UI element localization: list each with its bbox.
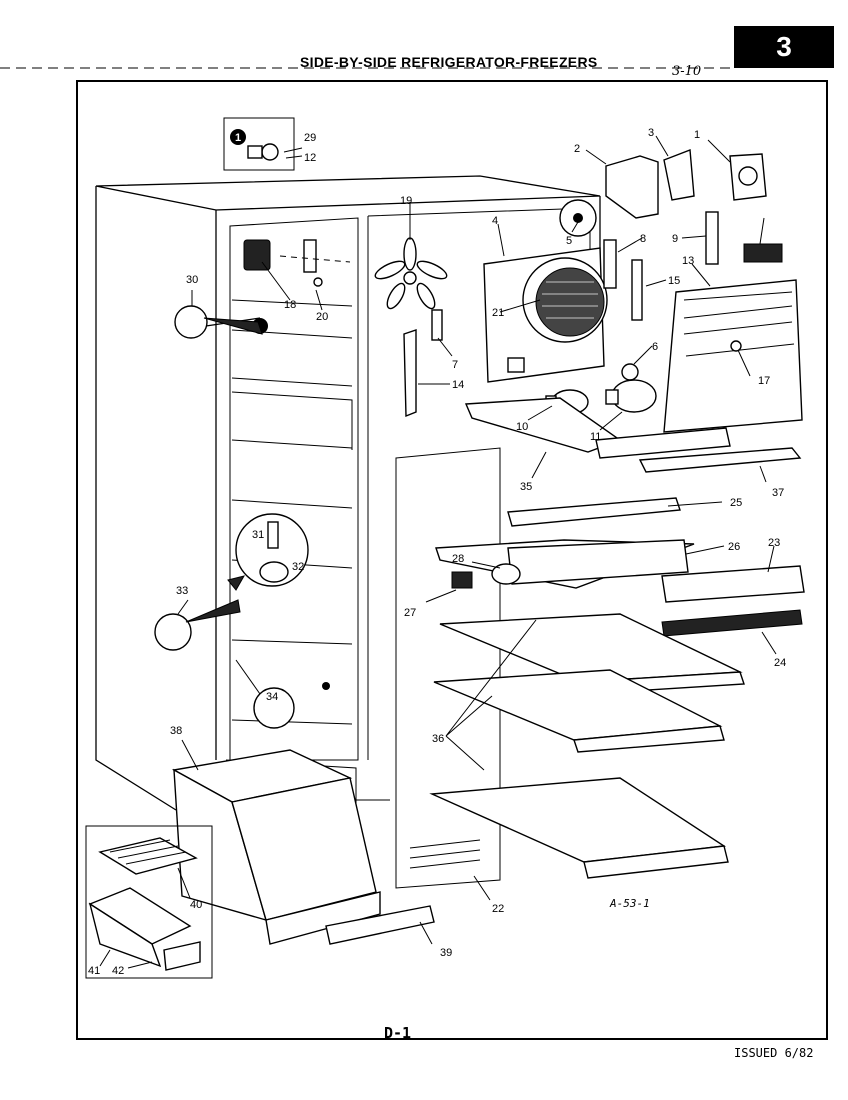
part-label-10: 10 — [516, 421, 528, 433]
inset-box: 1 — [223, 117, 295, 171]
part-label-40: 40 — [190, 899, 202, 911]
part-label-42: 42 — [112, 965, 124, 977]
part-label-9: 9 — [672, 233, 678, 245]
top-brackets — [605, 149, 767, 219]
figure-code: D-1 — [384, 1024, 412, 1042]
part-label-32: 32 — [292, 561, 304, 573]
crisper-bin — [171, 749, 381, 945]
part-label-19: 19 — [400, 195, 412, 207]
part-label-6: 6 — [652, 341, 658, 353]
part-label-26: 26 — [728, 541, 740, 553]
bottom-trim — [325, 905, 435, 945]
part-label-38: 38 — [170, 725, 182, 737]
part-label-11: 11 — [590, 431, 601, 443]
ice-tray-inset — [85, 825, 213, 979]
part-label-35: 35 — [520, 481, 532, 493]
part-label-31: 31 — [252, 529, 264, 541]
part-label-13: 13 — [682, 255, 694, 267]
part-label-25: 25 — [730, 497, 742, 509]
part-label-15: 15 — [668, 275, 680, 287]
issued-date: ISSUED 6/82 — [734, 1046, 814, 1060]
part-numbers: 1 2 3 4 5 6 7 8 9 10 11 12 13 14 15 17 1… — [88, 127, 786, 977]
shelves — [409, 397, 805, 879]
part-label-1: 1 — [694, 129, 700, 141]
part-label-18: 18 — [284, 299, 296, 311]
part-label-34: 34 — [266, 691, 278, 703]
part-label-3: 3 — [648, 127, 654, 139]
part-label-7: 7 — [452, 359, 458, 371]
drawing-reference: A-53-1 — [610, 897, 650, 910]
leader-lines — [99, 135, 777, 969]
part-label-4: 4 — [492, 215, 498, 227]
part-label-12: 12 — [304, 152, 316, 164]
part-label-28: 28 — [452, 553, 464, 565]
freezer-light-parts — [243, 239, 351, 287]
small-parts — [403, 211, 783, 418]
freezer-bits — [154, 305, 330, 729]
part-label-29: 29 — [304, 132, 316, 144]
part-label-23: 23 — [768, 537, 780, 549]
part-label-22: 22 — [492, 903, 504, 915]
page-number-tab: 3 — [734, 26, 834, 68]
part-label-36: 36 — [432, 733, 444, 745]
fan-shroud — [483, 199, 608, 383]
part-label-17: 17 — [758, 375, 770, 387]
part-label-24: 24 — [774, 657, 786, 669]
page-title: SIDE-BY-SIDE REFRIGERATOR-FREEZERS — [300, 54, 598, 70]
part-label-2: 2 — [574, 143, 580, 155]
diagram-frame — [76, 80, 828, 1040]
part-label-8: 8 — [640, 233, 646, 245]
control-housing — [663, 279, 803, 433]
part-label-37: 37 — [772, 487, 784, 499]
fan-blade — [374, 237, 448, 310]
part-label-14: 14 — [452, 379, 464, 391]
part-label-5: 5 — [566, 235, 572, 247]
part-label-21: 21 — [492, 307, 504, 319]
part-label-33: 33 — [176, 585, 188, 597]
part-label-27: 27 — [404, 607, 416, 619]
inset-marker: 1 — [235, 132, 241, 144]
part-label-20: 20 — [316, 311, 328, 323]
pointer-arrows — [185, 317, 263, 623]
part-label-39: 39 — [440, 947, 452, 959]
part-label-30: 30 — [186, 274, 198, 286]
part-label-41: 41 — [88, 965, 100, 977]
